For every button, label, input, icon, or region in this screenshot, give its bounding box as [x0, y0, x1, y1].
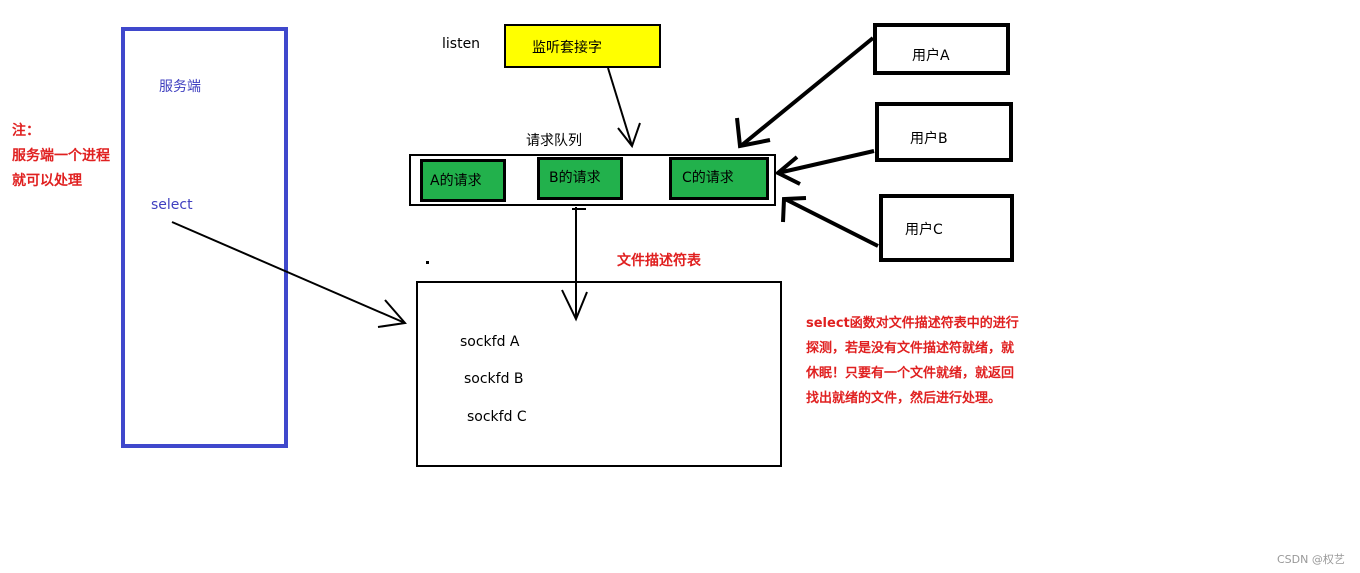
- fd-entry-b: sockfd B: [464, 371, 524, 387]
- arrow-listen-to-queue: [607, 67, 641, 149]
- server-title: 服务端: [159, 79, 201, 95]
- arrow-user-c-to-queue: [781, 196, 879, 248]
- explanation-line-1: select函数对文件描述符表中的进行: [806, 316, 1019, 331]
- explanation-line-2: 探测，若是没有文件描述符就绪，就: [806, 341, 1015, 356]
- fd-table-box: [416, 281, 782, 467]
- listen-label: listen: [442, 36, 481, 52]
- user-b-box: [875, 102, 1013, 162]
- explanation-line-4: 找出就绪的文件，然后进行处理。: [806, 391, 1002, 406]
- request-a-label: A的请求: [430, 173, 482, 189]
- user-c-label: 用户C: [905, 222, 943, 238]
- request-b: [537, 157, 623, 200]
- watermark: CSDN @权艺: [1277, 553, 1345, 566]
- explanation-line-3: 休眠！只要有一个文件就绪，就返回: [806, 366, 1015, 381]
- fd-entry-a: sockfd A: [460, 334, 520, 350]
- user-c-box: [879, 194, 1014, 262]
- arrow-queue-to-fd-table: [561, 207, 588, 322]
- queue-title: 请求队列: [526, 133, 582, 149]
- fd-table-title: 文件描述符表: [617, 253, 701, 269]
- arrow-user-b-to-queue: [774, 149, 875, 186]
- request-queue: [409, 154, 776, 206]
- request-c-label: C的请求: [682, 170, 734, 186]
- user-a-label: 用户A: [912, 48, 950, 64]
- request-a: [420, 159, 506, 202]
- server-box: [121, 27, 288, 448]
- request-c: [669, 157, 769, 200]
- select-label: select: [151, 197, 193, 213]
- note-line-2: 服务端一个进程: [12, 148, 110, 164]
- note-title: 注：: [12, 123, 40, 139]
- listen-socket-box: [504, 24, 661, 68]
- arrow-select-to-fd-table: [171, 221, 407, 328]
- stray-dot: [426, 261, 429, 264]
- fd-entry-c: sockfd C: [467, 409, 527, 425]
- listen-socket-label: 监听套接字: [532, 40, 602, 56]
- user-a-box: [873, 23, 1010, 75]
- note-line-3: 就可以处理: [12, 173, 82, 189]
- request-b-label: B的请求: [549, 170, 601, 186]
- arrow-user-a-to-queue: [735, 36, 875, 149]
- user-b-label: 用户B: [910, 131, 948, 147]
